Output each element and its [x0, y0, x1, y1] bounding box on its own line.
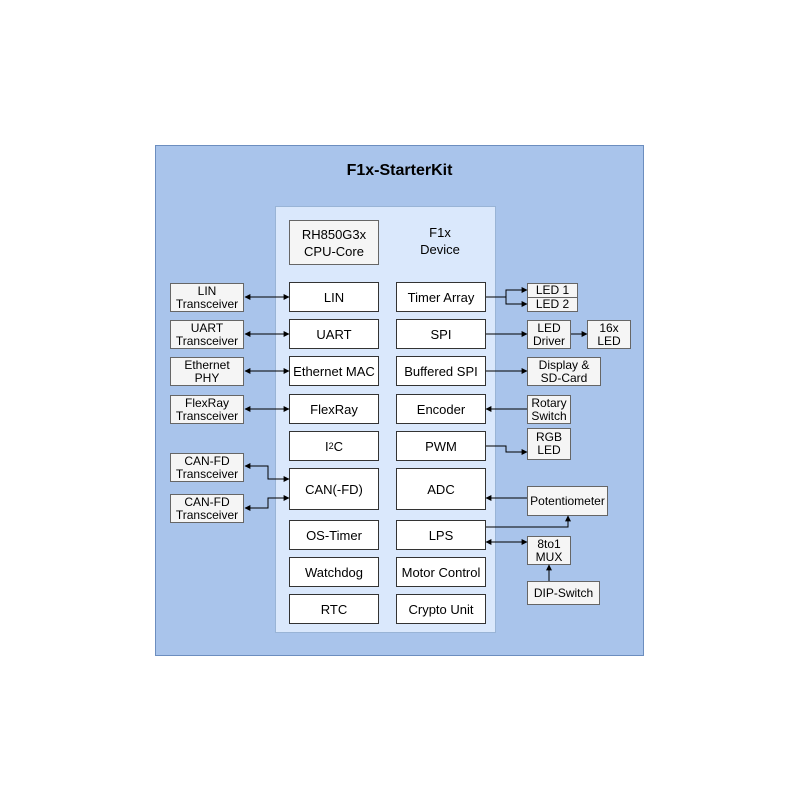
- wire-canfd-1: [244, 463, 290, 482]
- rtc-block: RTC: [289, 594, 379, 624]
- rotary-switch-line1: Rotary: [531, 395, 567, 410]
- display-sdcard-line1: Display &: [538, 357, 590, 372]
- canfd-transceiver-1-line2: Transceiver: [175, 466, 239, 481]
- canfd-transceiver-1-block: CAN-FD Transceiver: [170, 453, 244, 482]
- flexray-transceiver-line2: Transceiver: [175, 408, 239, 423]
- display-sdcard-block: Display & SD-Card: [527, 357, 601, 386]
- wire-timer-led2: [505, 297, 528, 307]
- pwm-block: PWM: [396, 431, 486, 461]
- led-driver-line1: LED: [537, 320, 561, 335]
- buffered-spi-block: Buffered SPI: [396, 356, 486, 386]
- lin-block: LIN: [289, 282, 379, 312]
- can-block: CAN(-FD): [289, 468, 379, 510]
- led16x-line1: 16x: [599, 320, 619, 335]
- os-timer-block: OS-Timer: [289, 520, 379, 550]
- cpu-core-block: RH850G3x CPU-Core: [289, 220, 379, 265]
- lps-block: LPS: [396, 520, 486, 550]
- ethernet-phy-block: Ethernet PHY: [170, 357, 244, 386]
- cpu-line2: CPU-Core: [304, 243, 364, 259]
- mux-block: 8to1 MUX: [527, 536, 571, 565]
- device-label: F1x Device: [400, 224, 480, 258]
- led-driver-line2: Driver: [533, 333, 565, 348]
- dip-switch-block: DIP-Switch: [527, 581, 600, 605]
- uart-transceiver-line2: Transceiver: [175, 333, 239, 348]
- i2c-sup: 2: [328, 440, 334, 451]
- mux-line1: 8to1: [537, 536, 561, 551]
- device-label-line2: Device: [420, 242, 460, 257]
- led16x-line2: LED: [597, 333, 621, 348]
- lin-transceiver-line1: LIN: [197, 283, 217, 298]
- ethernet-phy-line2: PHY: [194, 370, 220, 385]
- flexray-block: FlexRay: [289, 394, 379, 424]
- spi-block: SPI: [396, 319, 486, 349]
- potentiometer-block: Potentiometer: [527, 486, 608, 516]
- i2c-tail: C: [333, 438, 344, 454]
- wire-pwm-rgb: [486, 445, 528, 455]
- rotary-switch-line2: Switch: [531, 408, 567, 423]
- ethernet-phy-line1: Ethernet: [184, 357, 230, 372]
- canfd-transceiver-1-line1: CAN-FD: [184, 453, 230, 468]
- device-label-line1: F1x: [429, 225, 451, 240]
- flexray-transceiver-line1: FlexRay: [184, 395, 229, 410]
- uart-transceiver-block: UART Transceiver: [170, 320, 244, 349]
- canfd-transceiver-2-block: CAN-FD Transceiver: [170, 494, 244, 523]
- motor-control-block: Motor Control: [396, 557, 486, 587]
- watchdog-block: Watchdog: [289, 557, 379, 587]
- rgb-led-line1: RGB: [535, 430, 562, 444]
- display-sdcard-line2: SD-Card: [540, 370, 588, 385]
- encoder-block: Encoder: [396, 394, 486, 424]
- i2c-base: I: [324, 438, 329, 454]
- mux-line2: MUX: [535, 549, 563, 564]
- ethernet-mac-block: Ethernet MAC: [289, 356, 379, 386]
- uart-transceiver-line1: UART: [190, 320, 224, 335]
- uart-block: UART: [289, 319, 379, 349]
- flexray-transceiver-block: FlexRay Transceiver: [170, 395, 244, 424]
- adc-block: ADC: [396, 468, 486, 510]
- wire-lps-pot: [486, 515, 571, 528]
- diagram-title: F1x-StarterKit: [346, 162, 453, 179]
- canfd-transceiver-2-line2: Transceiver: [175, 507, 239, 522]
- canfd-transceiver-2-line1: CAN-FD: [184, 494, 230, 509]
- rgb-led-line2: LED: [537, 443, 561, 457]
- led-driver-block: LED Driver: [527, 320, 571, 349]
- timer-array-block: Timer Array: [396, 282, 486, 312]
- cpu-line1: RH850G3x: [301, 226, 367, 242]
- lin-transceiver-line2: Transceiver: [175, 296, 239, 311]
- lin-transceiver-block: LIN Transceiver: [170, 283, 244, 312]
- rgb-led-block: RGB LED: [527, 428, 571, 460]
- crypto-unit-block: Crypto Unit: [396, 594, 486, 624]
- wire-canfd-2: [244, 495, 290, 511]
- rotary-switch-block: Rotary Switch: [527, 395, 571, 424]
- wire-timer-led1: [486, 287, 528, 298]
